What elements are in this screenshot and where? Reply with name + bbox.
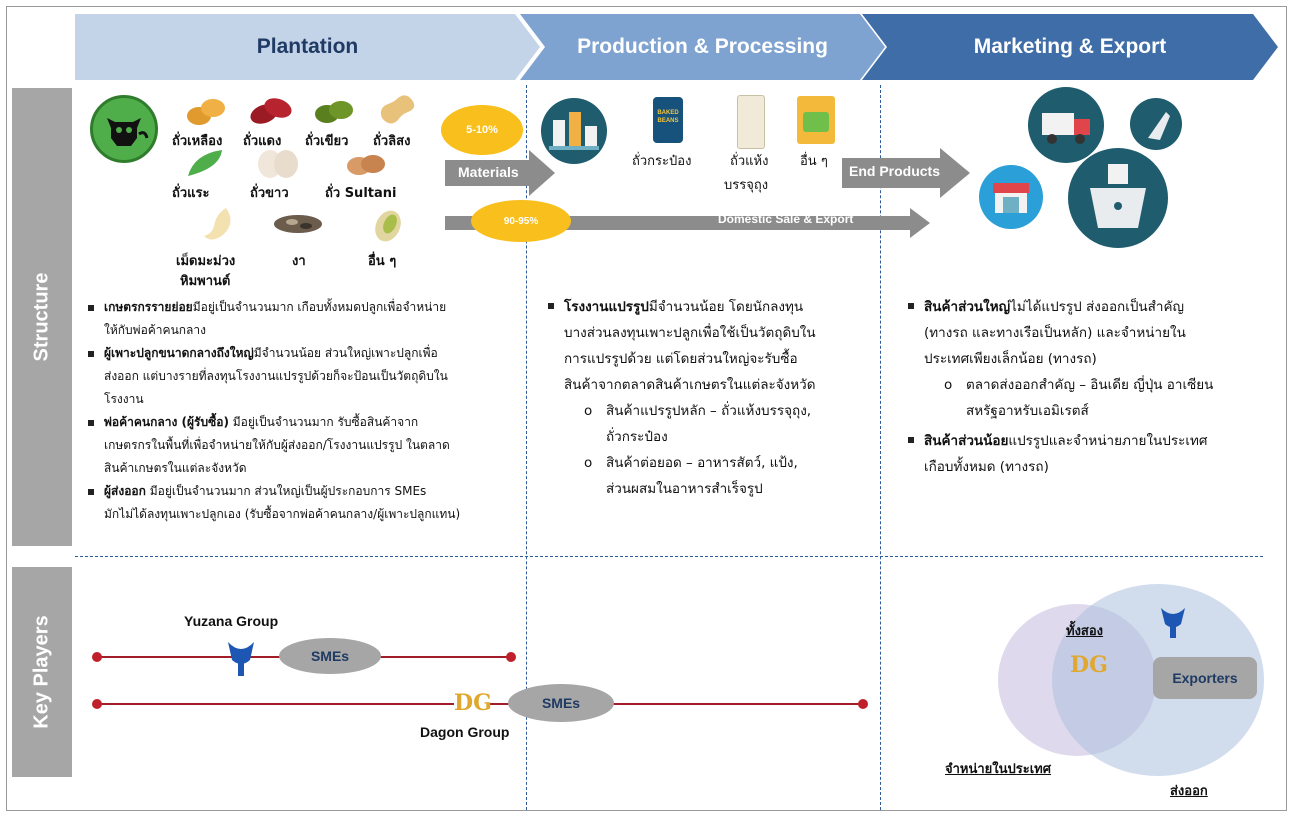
dagon-logo-icon: DG [454,686,492,720]
domestic-pct-text: 90-95% [503,215,539,227]
stage-marketing-shape [862,14,1278,80]
stage-production-shape [520,14,885,80]
bean-label-peanut: ถั่วลิสง [373,134,411,149]
bean-label-others: อื่น ๆ [368,254,397,269]
mung-bean-icon [315,101,353,123]
pea-pod-icon [188,150,222,176]
bean-label-white: ถั่วขาว [250,186,289,201]
bullet-most-products: สินค้าส่วนใหญ่ไม่ได้แปรรูป ส่งออกเป็นสำค… [906,294,1276,372]
materials-arrow [445,150,555,196]
bullet-smallholders: เกษตรกรรายย่อยมีอยู่เป็นจำนวนมาก เกือบทั… [86,296,526,342]
cargo-ship-icon [1068,148,1168,248]
cashew-icon [204,208,231,240]
stage-production-label: Production & Processing [577,35,828,58]
dagon-start-dot [92,699,102,709]
factory-icon [541,98,607,164]
dagon-logo-text: DG [454,690,492,716]
stage-plantation-label: Plantation [256,35,359,58]
stage-plantation-shape [75,14,540,80]
dagon-end-dot [858,699,868,709]
yuzana-group-label: Yuzana Group [184,613,279,629]
bullet-exporters: ผู้ส่งออก มีอยู่เป็นจำนวนมาก ส่วนใหญ่เป็… [86,480,526,526]
sidebar-structure: Structure [12,88,72,546]
domestic-label: Domestic Sale & Export [718,212,854,226]
end-products-label: End Products [849,163,941,179]
product-label-dried-2: บรรจุถุง [724,178,769,193]
yuzana-start-dot [92,652,102,662]
stage-production: Production & Processing [520,14,885,80]
venn-domestic-label: จำหน่ายในประเทศ [945,762,1052,777]
sub-export-markets: ตลาดส่งออกสำคัญ – อินเดีย ญี่ปุ่น อาเซีย… [906,372,1276,424]
other-product-icon [797,96,835,144]
sub-main-products: สินค้าแปรรูปหลัก – ถั่วแห้งบรรจุถุง,ถั่ว… [546,398,876,450]
dagon-group-label: Dagon Group [420,724,510,740]
red-bean-icon [250,98,292,124]
venn-both-label: ทั้งสอง [1066,624,1104,639]
bean-label-cashew-1: เม็ดมะม่วง [176,254,236,269]
yuzana-end-dot [506,652,516,662]
divider-right [880,85,881,810]
cow-icon [90,95,158,163]
domestic-arrow [445,208,930,238]
bullet-middlemen: พ่อค้าคนกลาง (ผู้รับซื้อ) มีอยู่เป็นจำนว… [86,411,526,480]
processing-bullets: โรงงานแปรรูปมีจำนวนน้อย โดยนักลงทุนบางส่… [546,294,876,398]
bean-label-red: ถั่วแดง [243,134,282,149]
peanut-icon [380,95,415,124]
materials-label: Materials [458,164,519,180]
bean-label-sultani: ถั่ว Sultani [325,186,397,201]
white-bean-icon [258,150,298,178]
product-label-dried-1: ถั่วแห้ง [730,154,769,169]
divider-horizontal [75,556,1263,557]
truck-icon [1028,87,1104,163]
slide-frame [6,6,1287,811]
baked-beans-can-icon: BAKED BEANS [653,97,683,143]
venn-dagon-logo-text: DG [1070,652,1108,678]
processing-sub-list: สินค้าแปรรูปหลัก – ถั่วแห้งบรรจุถุง,ถั่ว… [546,398,876,502]
bean-label-soy: ถั่วเหลือง [172,134,223,149]
venn-export-label: ส่งออก [1170,784,1208,799]
product-label-other: อื่น ๆ [800,154,828,169]
marketing-bullets-2: สินค้าส่วนน้อยแปรรูปและจำหน่ายภายในประเท… [906,428,1276,480]
dried-bean-bag-icon [737,95,765,149]
stage-marketing: Marketing & Export [862,14,1278,80]
bullet-large-growers: ผู้เพาะปลูกขนาดกลางถึงใหญ่มีจำนวนน้อย ส่… [86,342,526,411]
bean-label-sesame: งา [292,254,306,269]
materials-pct-text: 5-10% [466,124,498,136]
stage-plantation: Plantation [75,14,540,80]
domestic-pct-badge: 90-95% [471,200,571,242]
stage-marketing-label: Marketing & Export [973,35,1167,58]
sidebar-key-players: Key Players [12,567,72,777]
exporters-box: Exporters [1153,657,1257,699]
bean-label-cashew-2: หิมพานต์ [180,274,231,289]
sme-badge-yuzana: SMEs [279,638,381,674]
bean-label-pea: ถั่วแระ [172,186,210,201]
bean-label-mung: ถั่วเขียว [305,134,349,149]
sme-badge-dagon: SMEs [508,684,614,722]
sidebar-key-players-label: Key Players [30,615,53,729]
pistachio-icon [375,210,401,242]
plantation-bullets: เกษตรกรรายย่อยมีอยู่เป็นจำนวนมาก เกือบทั… [86,296,526,526]
sme-badge-dagon-text: SMEs [541,695,581,711]
marketing-sub-list: ตลาดส่งออกสำคัญ – อินเดีย ญี่ปุ่น อาเซีย… [906,372,1276,424]
soybean-icon [187,99,225,125]
divider-left [526,85,527,810]
ship-bow-icon [1130,98,1182,150]
venn-yuzana-logo-icon [1161,608,1185,638]
product-label-can: ถั่วกระป๋อง [632,154,692,169]
sub-derived-products: สินค้าต่อยอด – อาหารสัตว์, แป้ง,ส่วนผสมใ… [546,450,876,502]
materials-pct-badge: 5-10% [441,105,523,155]
bullet-few-products: สินค้าส่วนน้อยแปรรูปและจำหน่ายภายในประเท… [906,428,1276,480]
sidebar-structure-label: Structure [30,272,53,362]
exporters-box-text: Exporters [1172,670,1238,686]
can-label: BAKED BEANS [657,110,679,124]
marketing-bullets: สินค้าส่วนใหญ่ไม่ได้แปรรูป ส่งออกเป็นสำค… [906,294,1276,372]
sesame-icon [274,215,322,233]
end-products-arrow [842,148,970,198]
shop-icon [979,165,1043,229]
venn-dagon-logo-icon: DG [1070,648,1108,682]
sultani-bean-icon [347,155,385,175]
sme-badge-yuzana-text: SMEs [310,648,350,664]
bullet-factories: โรงงานแปรรูปมีจำนวนน้อย โดยนักลงทุนบางส่… [546,294,876,398]
yuzana-logo-icon [228,642,254,676]
